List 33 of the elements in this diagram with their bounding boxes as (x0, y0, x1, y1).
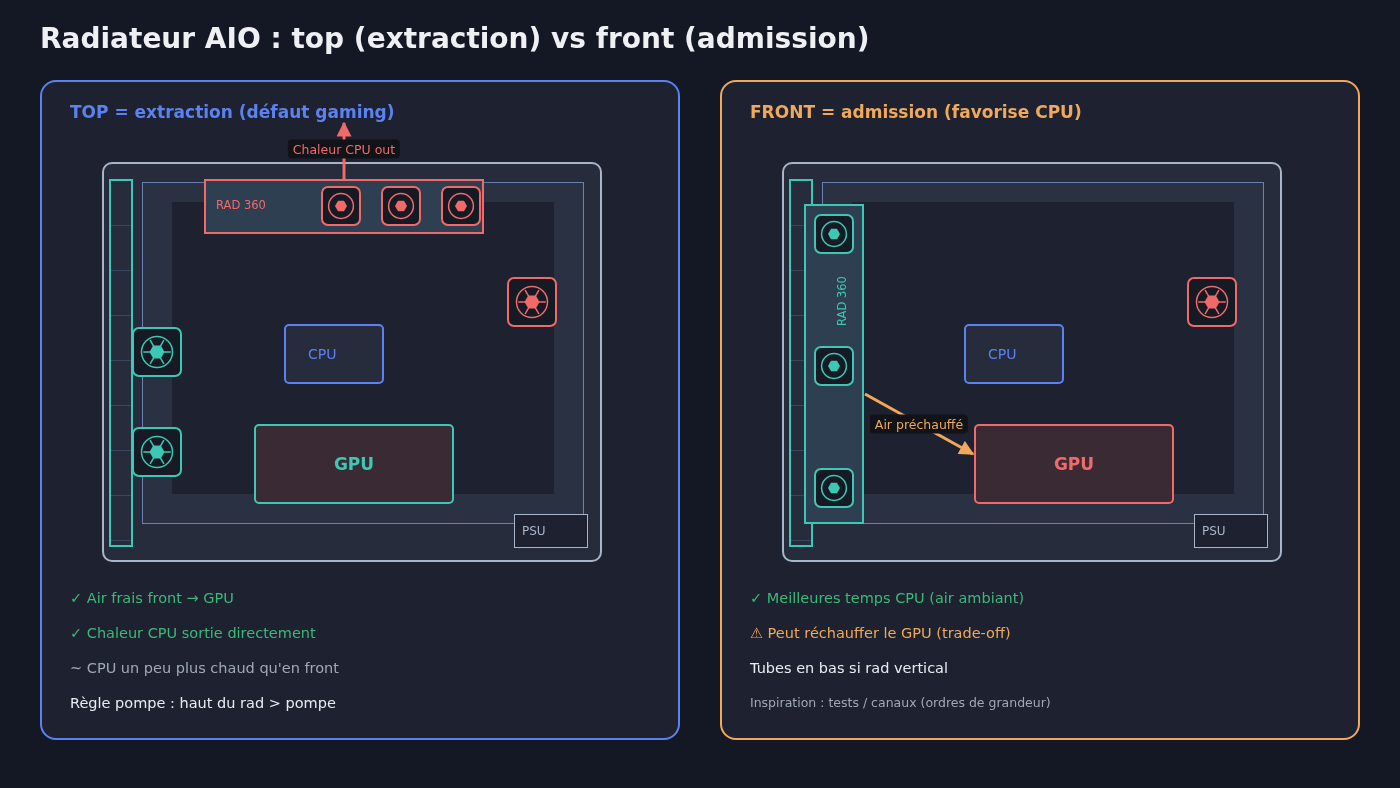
note-text: Tubes en bas si rad vertical (750, 660, 949, 676)
note-text: ⚠ Peut réchauffer le GPU (trade-off) (750, 625, 1011, 641)
radiator-label: RAD 360 (216, 198, 266, 212)
panel-heading: TOP = extraction (défaut gaming) (70, 102, 395, 122)
note-text: Règle pompe : haut du rad > pompe (70, 695, 336, 711)
note-text: ✓ Meilleures temps CPU (air ambiant) (750, 590, 1025, 606)
radiator (804, 204, 864, 524)
edge-label: Air préchauffé (869, 414, 969, 434)
pc-case (102, 162, 602, 562)
component-label: GPU (333, 454, 375, 474)
gpu-box (254, 424, 454, 504)
diagram-title: Radiateur AIO : top (extraction) vs front (admission) (40, 22, 870, 55)
radiator-label: RAD 360 (835, 276, 849, 326)
component-label: PSU (1202, 524, 1226, 538)
component-label: CPU (308, 346, 337, 362)
panel-heading: FRONT = admission (favorise CPU) (750, 102, 1082, 122)
gpu-box (974, 424, 1174, 504)
psu-box (514, 514, 588, 548)
psu-box (1194, 514, 1268, 548)
radiator (204, 179, 484, 234)
edge-label: Chaleur CPU out (287, 139, 401, 159)
note-text: Inspiration : tests / canaux (ordres de grandeur) (750, 695, 1051, 710)
comparison-panel (720, 80, 1360, 740)
cpu-box (964, 324, 1064, 384)
comparison-panel (40, 80, 680, 740)
component-label: GPU (1053, 454, 1095, 474)
cpu-box (284, 324, 384, 384)
note-text: ~ CPU un peu plus chaud qu'en front (70, 660, 339, 676)
note-text: ✓ Chaleur CPU sortie directement (70, 625, 316, 641)
pc-case (782, 162, 1282, 562)
component-label: PSU (522, 524, 546, 538)
note-text: ✓ Air frais front → GPU (70, 590, 234, 606)
component-label: CPU (988, 346, 1017, 362)
